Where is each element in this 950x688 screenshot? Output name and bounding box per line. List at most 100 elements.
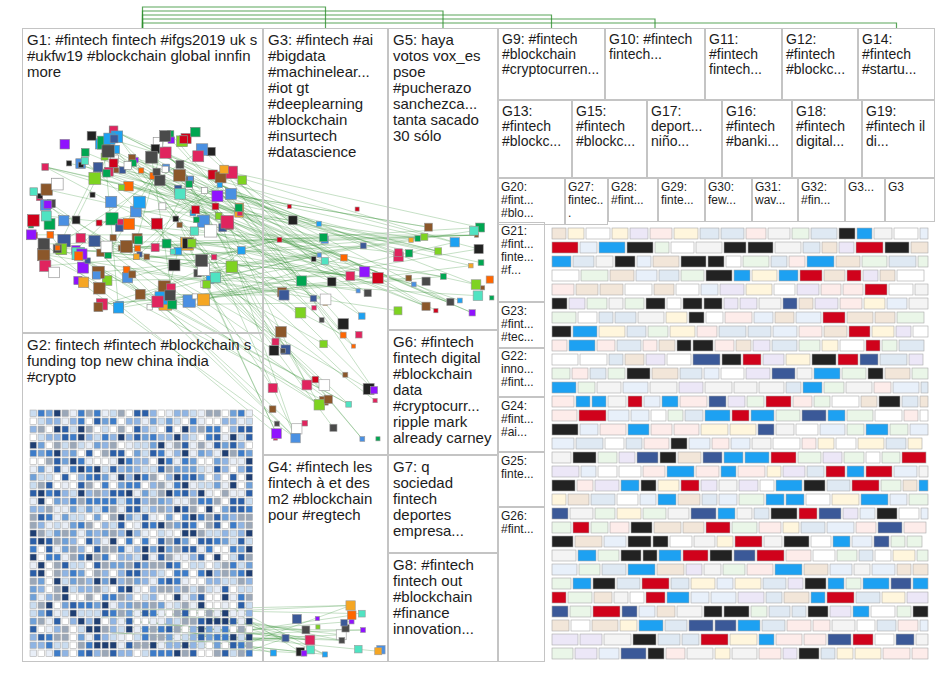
edge-line <box>47 190 476 285</box>
group-panel: G8: #fintech fintech out #blockchain #fi… <box>388 553 498 662</box>
vertex-icon <box>102 458 109 465</box>
vertex-icon <box>67 161 72 166</box>
vertex-icon <box>142 586 149 593</box>
vertex-icon <box>174 458 181 465</box>
vertex-icon <box>725 312 752 323</box>
vertex-icon <box>118 626 125 633</box>
vertex-icon <box>198 458 205 465</box>
vertex-icon <box>51 178 63 190</box>
vertex-icon <box>76 233 85 242</box>
vertex-icon <box>828 634 851 645</box>
vertex-icon <box>766 396 791 407</box>
vertex-icon <box>238 434 245 441</box>
vertex-icon <box>46 418 53 425</box>
vertex-icon <box>150 610 157 617</box>
vertex-icon <box>552 354 578 365</box>
vertex-icon <box>78 594 85 601</box>
vertex-icon <box>174 642 181 649</box>
vertex-icon <box>314 399 325 410</box>
vertex-icon <box>38 610 45 617</box>
vertex-icon <box>246 426 253 433</box>
vertex-icon <box>706 270 732 281</box>
vertex-icon <box>118 642 125 649</box>
vertex-icon <box>222 522 229 529</box>
vertex-icon <box>638 312 664 323</box>
vertex-icon <box>158 514 165 521</box>
vertex-icon <box>269 406 276 413</box>
vertex-icon <box>852 480 879 491</box>
vertex-icon <box>882 452 900 463</box>
vertex-icon <box>30 594 37 601</box>
vertex-icon <box>78 578 85 585</box>
vertex-icon <box>552 480 575 491</box>
vertex-icon <box>891 536 905 547</box>
vertex-icon <box>86 458 93 465</box>
vertex-icon <box>832 494 859 505</box>
vertex-icon <box>793 396 812 407</box>
vertex-icon <box>86 466 93 473</box>
vertex-icon <box>315 616 319 620</box>
vertex-icon <box>166 530 173 537</box>
vertex-icon <box>783 648 797 659</box>
vertex-icon <box>238 466 245 473</box>
vertex-icon <box>158 594 165 601</box>
vertex-icon <box>238 650 245 657</box>
vertex-icon <box>102 490 109 497</box>
vertex-icon <box>118 602 125 609</box>
group-label: G28: #fint... <box>609 179 657 209</box>
vertex-icon <box>617 340 641 351</box>
vertex-icon <box>724 242 746 253</box>
vertex-icon <box>118 514 125 521</box>
vertex-icon <box>637 452 658 463</box>
vertex-icon <box>126 578 133 585</box>
vertex-icon <box>552 382 576 393</box>
edge-line <box>34 235 276 433</box>
vertex-icon <box>46 626 53 633</box>
vertex-icon <box>222 538 229 545</box>
vertex-icon <box>62 538 69 545</box>
vertex-icon <box>552 298 567 309</box>
vertex-icon <box>575 536 602 547</box>
vertex-icon <box>693 354 720 365</box>
vertex-icon <box>175 189 186 200</box>
vertex-icon <box>198 466 205 473</box>
vertex-icon <box>134 482 141 489</box>
vertex-icon <box>857 228 872 239</box>
vertex-icon <box>890 424 908 435</box>
vertex-icon <box>722 354 741 365</box>
vertex-icon <box>214 578 221 585</box>
vertex-icon <box>364 289 371 296</box>
group-panel: G15: #fintech #blockc... <box>572 100 647 178</box>
vertex-icon <box>166 442 173 449</box>
vertex-icon <box>182 642 189 649</box>
vertex-icon <box>593 606 620 617</box>
vertex-icon <box>94 418 101 425</box>
vertex-icon <box>743 256 769 267</box>
vertex-icon <box>639 606 655 617</box>
vertex-icon <box>126 586 133 593</box>
vertex-icon <box>838 354 858 365</box>
vertex-icon <box>230 546 237 553</box>
vertex-icon <box>118 586 125 593</box>
vertex-icon <box>222 434 229 441</box>
vertex-icon <box>38 546 45 553</box>
vertex-icon <box>569 298 585 309</box>
vertex-icon <box>206 474 213 481</box>
vertex-icon <box>166 450 173 457</box>
vertex-icon <box>198 426 205 433</box>
vertex-icon <box>174 554 181 561</box>
vertex-icon <box>683 550 708 561</box>
vertex-icon <box>150 506 157 513</box>
vertex-icon <box>46 426 53 433</box>
vertex-icon <box>110 602 117 609</box>
vertex-icon <box>126 562 133 569</box>
vertex-icon <box>246 618 253 625</box>
vertex-icon <box>206 466 213 473</box>
vertex-icon <box>710 550 732 561</box>
vertex-icon <box>775 242 801 253</box>
vertex-icon <box>608 396 626 407</box>
vertex-icon <box>644 438 669 449</box>
vertex-icon <box>211 254 216 259</box>
vertex-icon <box>356 289 360 293</box>
vertex-icon <box>158 498 165 505</box>
